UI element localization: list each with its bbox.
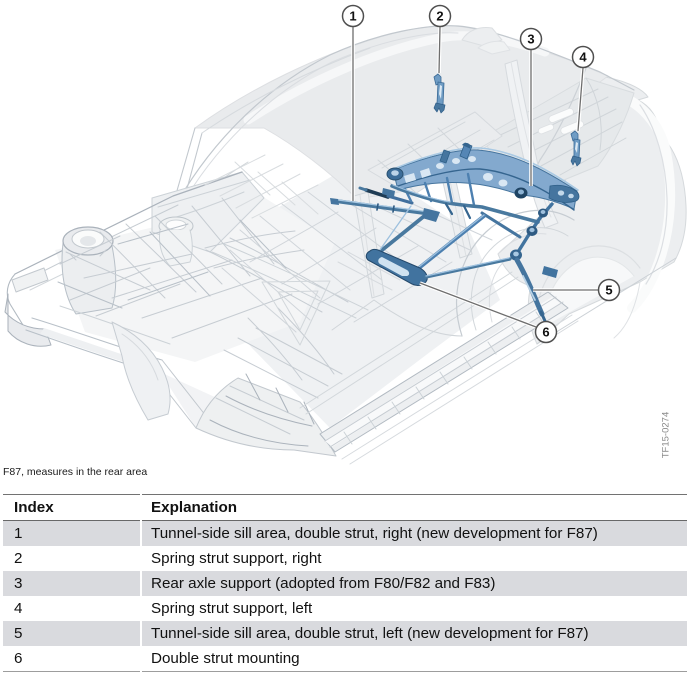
svg-text:3: 3 [527,32,534,47]
svg-text:1: 1 [349,9,356,24]
svg-text:6: 6 [542,325,549,340]
svg-text:5: 5 [605,283,612,298]
svg-text:4: 4 [579,50,587,65]
svg-text:2: 2 [436,9,443,24]
